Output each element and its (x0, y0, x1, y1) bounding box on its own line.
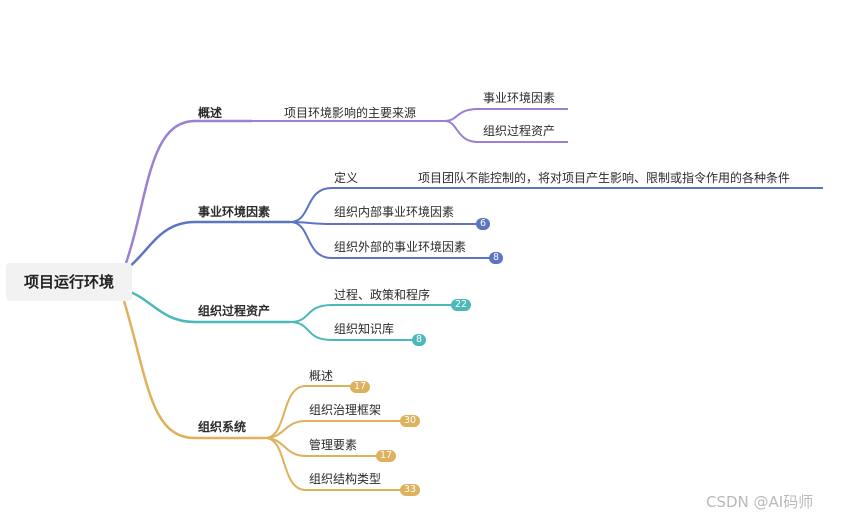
eef-external-label[interactable]: 组织外部的事业环境因素 (334, 240, 467, 254)
edge-source-opa (444, 120, 568, 143)
edge-eef-internal (289, 221, 484, 225)
edge-orgsys-overview (264, 385, 360, 439)
eef-definition-note: 项目团队不能控制的，将对项目产生影响、限制或指令作用的各种条件 (418, 171, 791, 185)
eef-definition-label[interactable]: 定义 (334, 171, 359, 185)
edge-root-overview (124, 119, 196, 264)
opa-policies-count-badge[interactable]: 22 (451, 299, 471, 311)
overview-main-sources-label[interactable]: 项目环境影响的主要来源 (284, 106, 417, 120)
orgsys-governance-count-badge[interactable]: 30 (400, 415, 420, 427)
edge-root-orgsys (122, 300, 196, 440)
edge-root-eef (127, 220, 196, 269)
branch-opa-label[interactable]: 组织过程资产 (198, 304, 271, 318)
edge-eef-definition (289, 187, 823, 223)
eef-internal-label[interactable]: 组织内部事业环境因素 (334, 205, 455, 219)
orgsys-overview-label[interactable]: 概述 (309, 369, 334, 383)
edge-orgsys-governance (264, 420, 410, 439)
orgsys-structure-label[interactable]: 组织结构类型 (309, 472, 382, 486)
opa-knowledge-base-count-badge[interactable]: 8 (412, 334, 426, 346)
edge-orgsys-structure (264, 437, 410, 491)
edge-source-eef (444, 108, 568, 122)
overview-sub-opa-label[interactable]: 组织过程资产 (483, 124, 556, 138)
edge-opa-policies (289, 304, 462, 323)
orgsys-structure-count-badge[interactable]: 33 (400, 484, 420, 496)
overview-sub-eef-label[interactable]: 事业环境因素 (483, 91, 556, 105)
watermark: CSDN @AI码师 (706, 493, 814, 511)
edge-eef-external (289, 221, 496, 259)
opa-knowledge-base-label[interactable]: 组织知识库 (334, 322, 395, 336)
branch-eef-label[interactable]: 事业环境因素 (198, 205, 271, 219)
eef-external-count-badge[interactable]: 8 (489, 252, 503, 264)
edge-root-opa (129, 290, 196, 324)
root-node[interactable] (6, 263, 132, 301)
orgsys-governance-label[interactable]: 组织治理框架 (309, 403, 382, 417)
orgsys-management-label[interactable]: 管理要素 (309, 438, 358, 452)
opa-policies-label[interactable]: 过程、政策和程序 (334, 288, 431, 302)
branch-orgsys-label[interactable]: 组织系统 (198, 420, 247, 434)
edge-opa-kb (289, 321, 420, 341)
root-node-label: 项目运行环境 (23, 273, 114, 291)
eef-internal-count-badge[interactable]: 6 (476, 218, 490, 230)
orgsys-overview-count-badge[interactable]: 17 (350, 381, 370, 393)
orgsys-management-count-badge[interactable]: 17 (376, 450, 396, 462)
branch-overview-label[interactable]: 概述 (198, 106, 223, 120)
